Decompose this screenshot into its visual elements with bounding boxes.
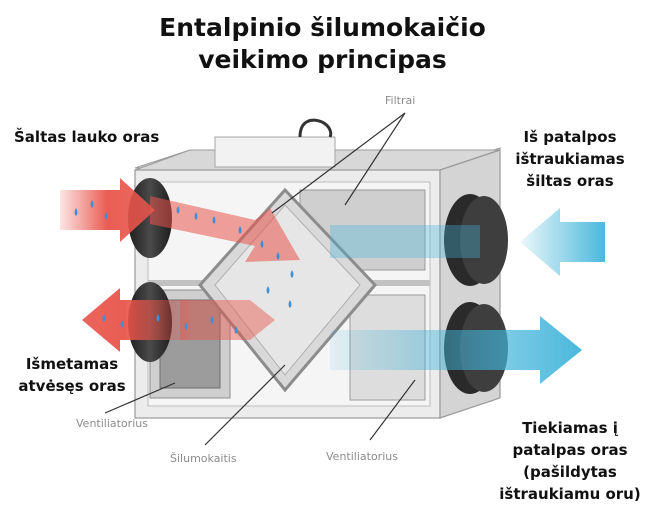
label-exhaust-line1: Išmetamas: [25, 355, 119, 373]
label-extract-line2: ištraukiamas: [515, 150, 625, 168]
label-supply-line4: ištraukiamu oru): [499, 485, 641, 503]
arrow-supply-out: [330, 316, 582, 384]
label-extract-line3: šiltas oras: [526, 172, 614, 190]
label-fan-right: Ventiliatorius: [326, 450, 398, 463]
label-filters: Filtrai: [385, 94, 416, 107]
arrow-extract-in: [520, 208, 605, 276]
label-extract-line1: Iš patalpos: [523, 128, 617, 146]
label-supply-line1: Tiekiamas į: [522, 419, 618, 437]
arrow-exhaust-out: [82, 288, 190, 352]
label-heat-exchanger: Šilumokaitis: [170, 452, 237, 465]
leader-lines: [104, 112, 416, 446]
cable: [298, 118, 333, 138]
label-exhaust-line2: atvėsęs oras: [18, 377, 126, 395]
label-supply-line2: patalpas oras: [512, 441, 628, 459]
arrow-cold-outdoor-in: [60, 178, 155, 242]
page-title-line2: veikimo principas: [198, 45, 447, 74]
label-fan-left: Ventiliatorius: [76, 417, 148, 430]
page-title-line1: Entalpinio šilumokaičio: [159, 13, 486, 42]
control-box: [214, 136, 336, 168]
water-droplet-icon: [74, 200, 294, 334]
label-supply-line3: (pašildytas: [523, 463, 617, 481]
label-cold-outdoor-air: Šaltas lauko oras: [14, 128, 160, 146]
